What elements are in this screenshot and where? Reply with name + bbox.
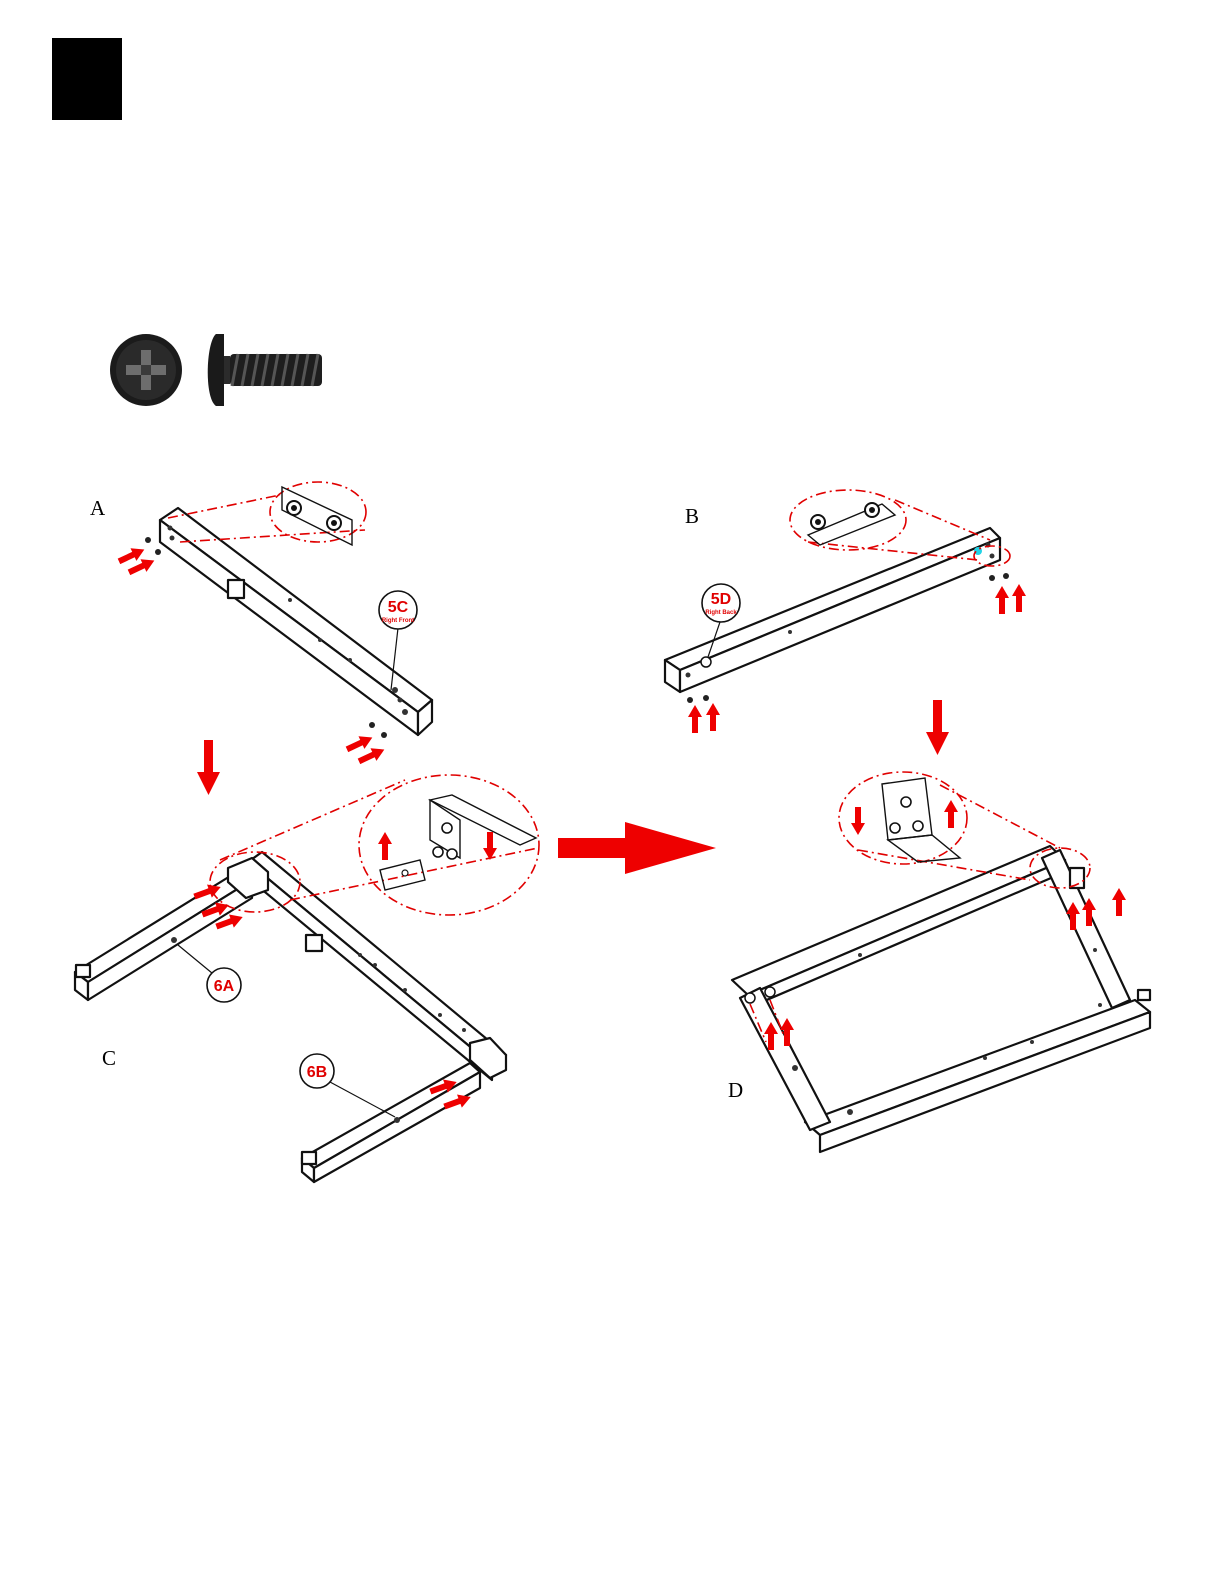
red-arrow-icon bbox=[356, 743, 387, 768]
red-arrow-icon bbox=[688, 705, 702, 733]
red-arrow-icon bbox=[706, 703, 720, 731]
panel-a: A bbox=[90, 482, 432, 768]
callout-5d-sub: Right Back bbox=[705, 610, 737, 616]
frame-d bbox=[732, 846, 1150, 1152]
callout-6a-code: 6A bbox=[214, 978, 235, 995]
red-arrow-icon bbox=[344, 731, 375, 756]
callout-6b-code: 6B bbox=[307, 1064, 327, 1081]
red-arrow-icon bbox=[378, 832, 392, 860]
right-arrow-c-to-d bbox=[558, 822, 716, 874]
panel-label-b: B bbox=[685, 504, 699, 528]
red-arrow-icon bbox=[851, 807, 865, 835]
panel-d: D bbox=[728, 772, 1150, 1152]
callout-5d-code: 5D bbox=[711, 591, 731, 608]
callout-6b: 6B bbox=[300, 1054, 334, 1088]
zoom-detail-c bbox=[378, 795, 536, 890]
callout-5c-code: 5C bbox=[388, 599, 409, 616]
panel-label-d: D bbox=[728, 1078, 743, 1102]
callout-5d: 5D Right Back bbox=[702, 584, 740, 622]
zoom-detail-d bbox=[851, 778, 960, 862]
callout-5c-sub: Right Front bbox=[382, 618, 414, 624]
panel-label-a: A bbox=[90, 496, 106, 520]
red-arrow-icon bbox=[483, 832, 497, 860]
callout-5c: 5C Right Front bbox=[379, 591, 417, 629]
panel-c: C bbox=[75, 775, 539, 1182]
panel-b: B bbox=[665, 490, 1026, 733]
red-arrow-icon bbox=[995, 586, 1009, 614]
callout-6a: 6A bbox=[207, 968, 241, 1002]
zoom-detail-a bbox=[282, 487, 352, 545]
zoom-detail-b bbox=[808, 503, 895, 545]
red-arrow-icon bbox=[1112, 888, 1126, 916]
down-arrow-a-to-c bbox=[197, 740, 220, 795]
panel-label-c: C bbox=[102, 1046, 116, 1070]
down-arrow-b-to-d bbox=[926, 700, 949, 755]
red-arrow-icon bbox=[1012, 584, 1026, 612]
red-arrow-icon bbox=[944, 800, 958, 828]
